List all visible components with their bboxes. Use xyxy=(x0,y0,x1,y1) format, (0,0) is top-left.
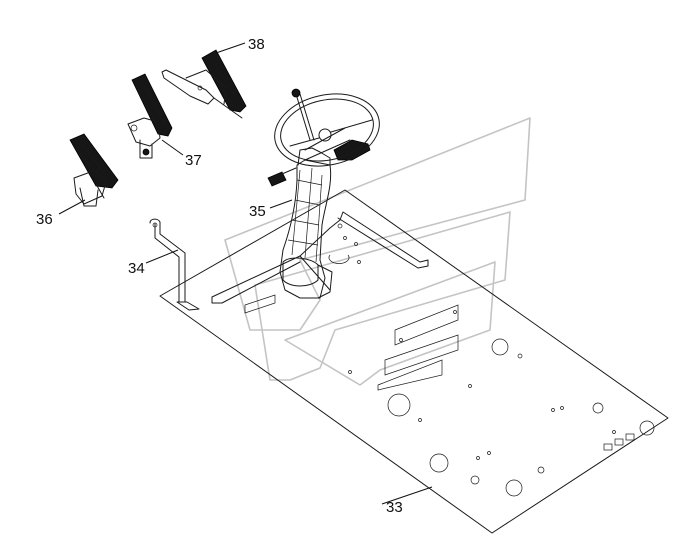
callout-34: 34 xyxy=(128,260,145,277)
pedal-part-38 xyxy=(161,49,247,119)
steering-column-part-35 xyxy=(267,127,371,299)
callout-35: 35 xyxy=(249,203,266,220)
watermark-logo xyxy=(224,117,531,386)
callout-37: 37 xyxy=(185,152,202,169)
support-bracket-part-34 xyxy=(149,218,200,311)
steering-wheel xyxy=(274,88,380,167)
callout-36: 36 xyxy=(36,211,53,228)
pedal-part-37 xyxy=(127,73,173,159)
leader-lines xyxy=(58,42,433,505)
callout-38: 38 xyxy=(248,36,265,53)
pedal-part-36 xyxy=(69,133,119,207)
callout-33: 33 xyxy=(386,499,403,516)
column-mounting-frame xyxy=(211,211,429,304)
floor-plate-part-33 xyxy=(159,189,669,534)
